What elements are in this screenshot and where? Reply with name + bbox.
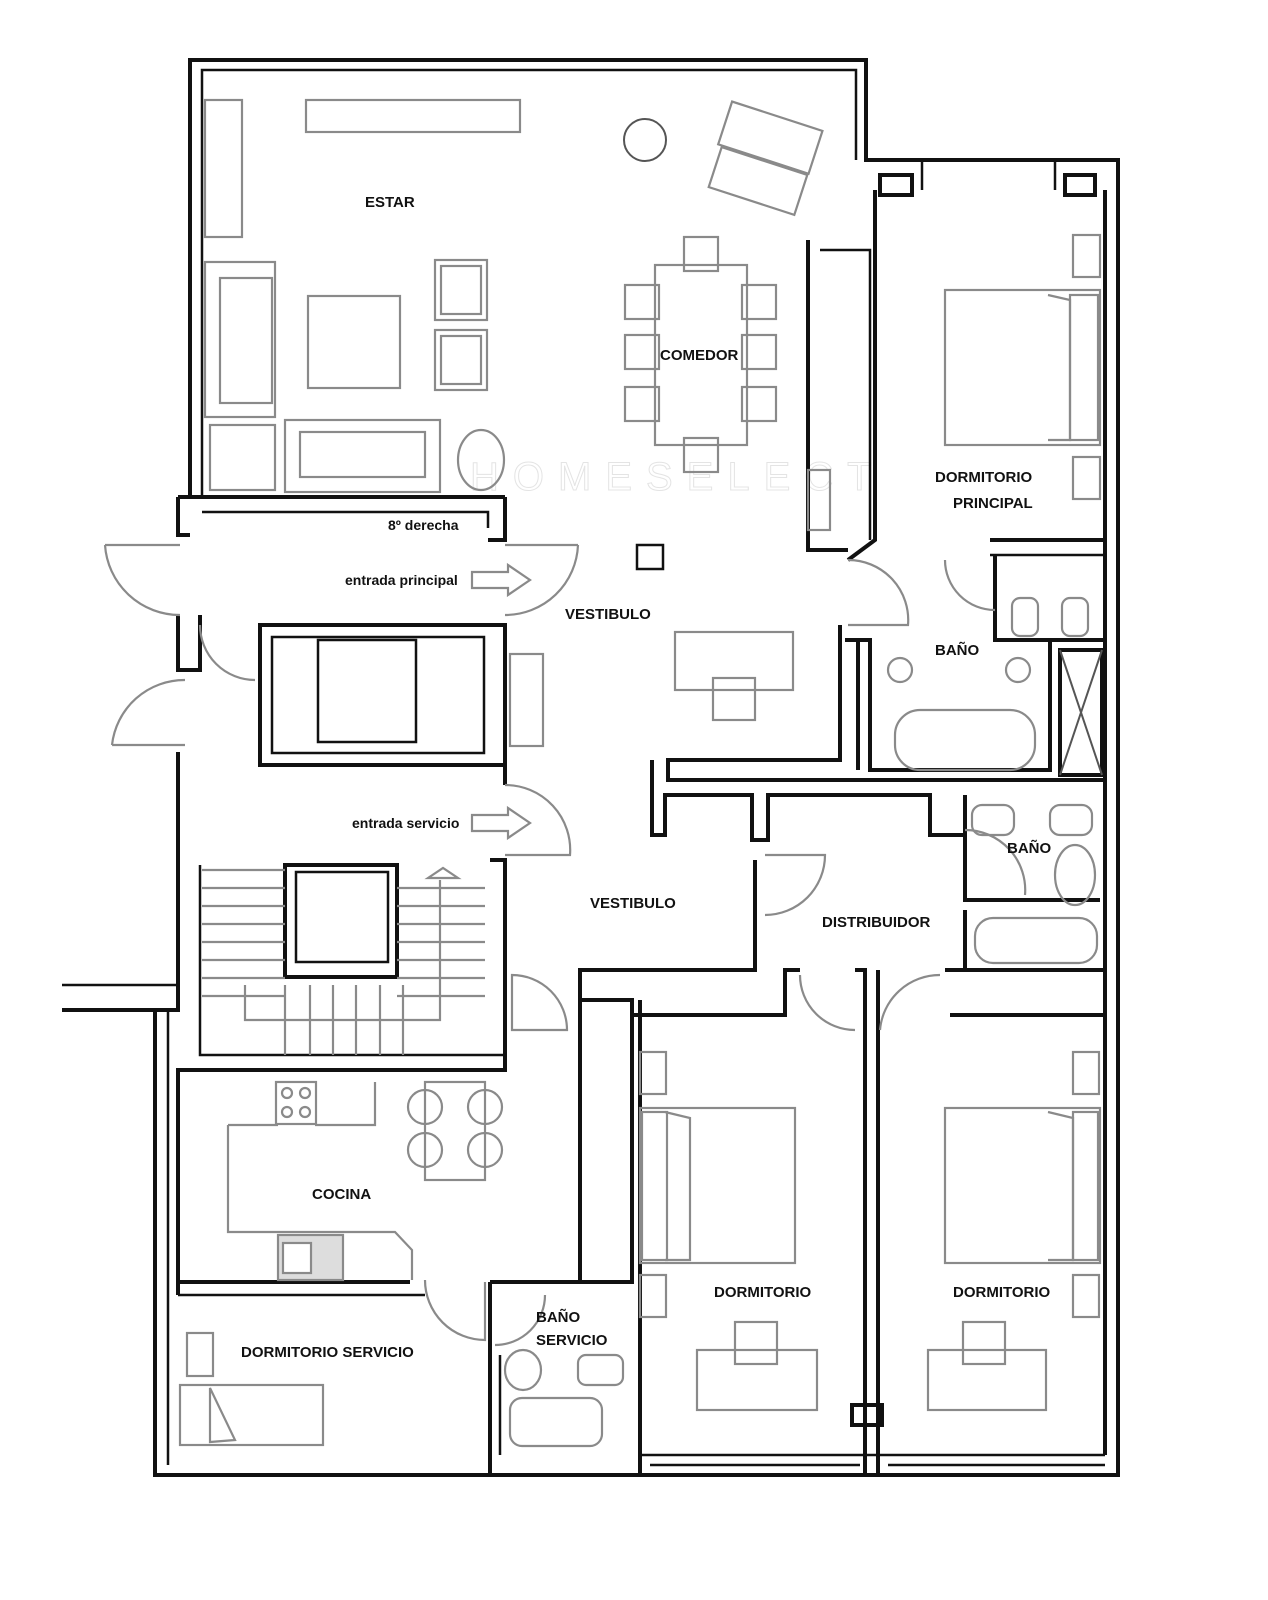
entrance-arrows [470,562,532,841]
label-dormitorio-1: DORMITORIO [714,1284,812,1301]
label-dormitorio-2: DORMITORIO [953,1284,1051,1301]
label-bano: BAÑO [935,641,979,659]
label-planta: 8º derecha [388,517,459,533]
label-bano-servicio: BAÑO [536,1308,580,1326]
label-vestibulo: VESTIBULO [565,606,651,623]
label-dormitorio-principal: DORMITORIO [935,469,1033,486]
entrance-arrow-icon [470,562,532,598]
watermark: HOMESELECT [470,455,886,499]
label-entrada-principal: entrada principal [345,572,458,588]
furniture [178,98,1102,1448]
label-vestibulo-2: VESTIBULO [590,895,676,912]
label-bano-2: BAÑO [1007,839,1051,857]
service-arrow-icon [470,805,532,841]
label-estar: ESTAR [365,194,415,211]
label-dormitorio-servicio: DORMITORIO SERVICIO [241,1344,414,1361]
label-dormitorio-principal-2: PRINCIPAL [953,495,1033,512]
room-labels: ESTAR COMEDOR DORMITORIO PRINCIPAL 8º de… [241,194,1051,1361]
label-distribuidor: DISTRIBUIDOR [822,914,931,931]
label-bano-servicio-2: SERVICIO [536,1332,608,1349]
doors [103,543,1027,1347]
label-entrada-servicio: entrada servicio [352,815,459,831]
label-cocina: COCINA [312,1186,371,1203]
label-comedor: COMEDOR [660,347,739,364]
